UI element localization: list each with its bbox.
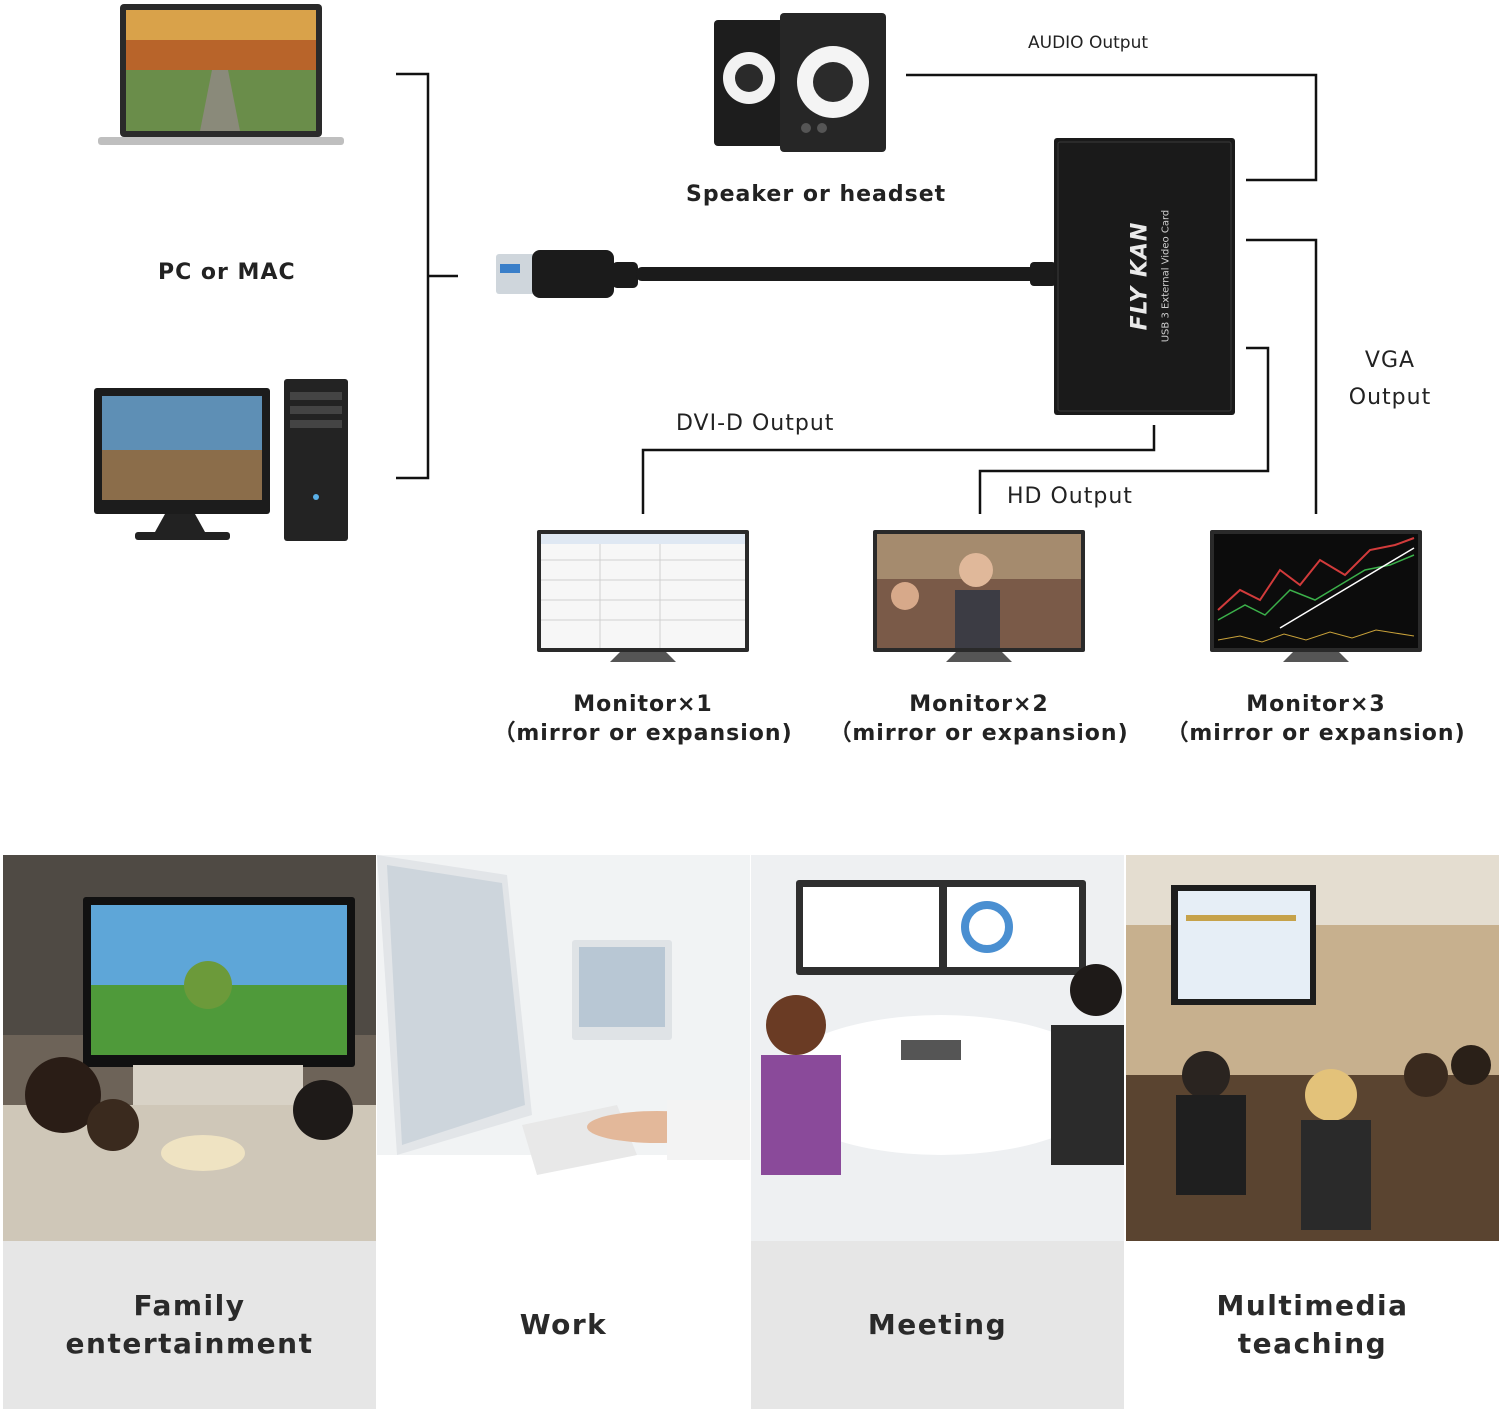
meeting-caption: Meeting — [751, 1241, 1124, 1409]
desktop-pc-icon — [94, 379, 348, 541]
dvi-output-label: DVI-D Output — [676, 411, 835, 436]
work-text: Work — [519, 1308, 608, 1341]
meeting-text: Meeting — [867, 1308, 1008, 1341]
monitor-3-caption: Monitor×3 （mirror or expansion) — [1166, 690, 1466, 748]
family-entertainment-text: Family entertainment — [65, 1289, 314, 1360]
vga-output-line1: VGA — [1364, 348, 1416, 373]
meeting-photo — [751, 855, 1124, 1241]
work-photo — [377, 855, 750, 1241]
monitor-1-mode: （mirror or expansion) — [493, 721, 793, 746]
audio-output-label: AUDIO Output — [1028, 33, 1149, 53]
monitor-2-icon — [873, 530, 1085, 662]
monitor-2-caption: Monitor×2 （mirror or expansion) — [829, 690, 1129, 748]
pc-or-mac-label: PC or MAC — [158, 260, 296, 285]
hd-output-label: HD Output — [1007, 484, 1133, 509]
family-entertainment-photo — [3, 855, 376, 1241]
monitor-1-caption: Monitor×1 （mirror or expansion) — [493, 690, 793, 748]
monitor-2-title: Monitor×2 — [909, 692, 1049, 717]
adapter-brand: FLY KAN — [1127, 221, 1153, 331]
laptop-icon — [98, 4, 344, 145]
monitor-1-icon — [537, 530, 749, 662]
monitor-2-mode: （mirror or expansion) — [829, 721, 1129, 746]
usb-cable-icon — [496, 250, 1056, 298]
monitor-1-title: Monitor×1 — [573, 692, 713, 717]
multimedia-teaching-photo — [1126, 855, 1499, 1241]
monitor-3-title: Monitor×3 — [1246, 692, 1386, 717]
multimedia-teaching-caption: Multimedia teaching — [1126, 1241, 1499, 1409]
speaker-label: Speaker or headset — [686, 182, 947, 207]
work-caption: Work — [377, 1241, 750, 1409]
vga-output-label: VGA Output — [1340, 342, 1440, 416]
adapter-branding: FLY KAN USB 3 External Video Card — [1054, 138, 1235, 415]
video-adapter-icon — [1054, 138, 1235, 415]
family-entertainment-caption: Family entertainment — [3, 1241, 376, 1409]
monitor-3-icon — [1210, 530, 1422, 662]
speaker-icon — [714, 13, 886, 152]
connection-diagram — [94, 4, 1422, 662]
monitor-3-mode: （mirror or expansion) — [1166, 721, 1466, 746]
multimedia-teaching-text: Multimedia teaching — [1216, 1289, 1409, 1360]
vga-output-line2: Output — [1348, 385, 1432, 410]
adapter-subtitle: USB 3 External Video Card — [1160, 209, 1172, 343]
